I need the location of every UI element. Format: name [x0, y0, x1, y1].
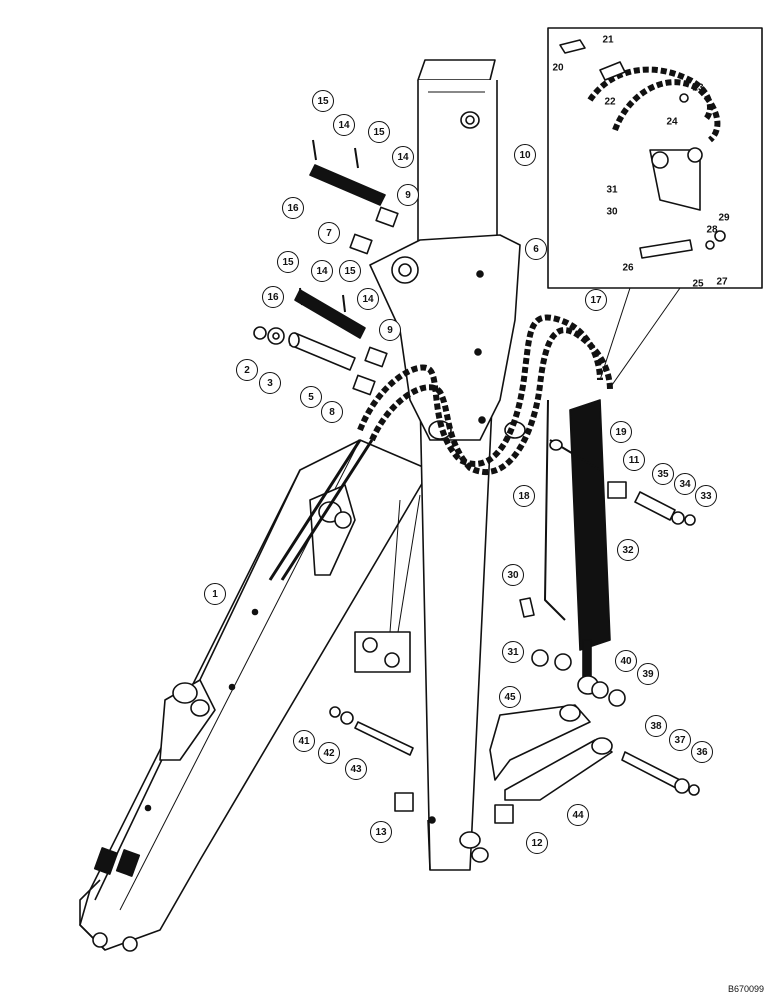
callout: 36	[691, 741, 713, 763]
inset-label: 30	[606, 206, 618, 218]
callout: 15	[312, 90, 334, 112]
inset-label: 25	[692, 278, 704, 290]
inset-label: 27	[716, 276, 728, 288]
callout: 10	[514, 144, 536, 166]
callout: 41	[293, 730, 315, 752]
inset-label: 22	[604, 96, 616, 108]
inset-label: 28	[706, 224, 718, 236]
inset-label: 21	[602, 34, 614, 46]
callout: 14	[333, 114, 355, 136]
hydraulic-cylinder	[544, 399, 611, 695]
callout: 16	[282, 197, 304, 219]
callout: 37	[669, 729, 691, 751]
callout: 39	[637, 663, 659, 685]
callout: 32	[617, 539, 639, 561]
callout: 3	[259, 372, 281, 394]
callout: 19	[610, 421, 632, 443]
callout: 15	[277, 251, 299, 273]
callout: 40	[615, 650, 637, 672]
callout: 15	[368, 121, 390, 143]
inset-label: 26	[622, 262, 634, 274]
inset-label: 23	[692, 82, 704, 94]
callout: 34	[674, 473, 696, 495]
callout: 14	[392, 146, 414, 168]
callout: 5	[300, 386, 322, 408]
boom-arm	[79, 439, 431, 952]
callout: 45	[499, 686, 521, 708]
callout: 9	[379, 319, 401, 341]
callout: 1	[204, 583, 226, 605]
pins-and-bushings	[253, 139, 700, 824]
callout: 35	[652, 463, 674, 485]
callout: 15	[339, 260, 361, 282]
callout: 11	[623, 449, 645, 471]
callout: 17	[585, 289, 607, 311]
detail-inset	[547, 27, 763, 386]
callout: 33	[695, 485, 717, 507]
callout: 9	[397, 184, 419, 206]
callout: 6	[525, 238, 547, 260]
callout: 14	[357, 288, 379, 310]
washer-inset	[354, 494, 421, 673]
callout: 7	[318, 222, 340, 244]
inset-label: 20	[552, 62, 564, 74]
inset-label: 24	[666, 116, 678, 128]
callout: 18	[513, 485, 535, 507]
callout: 31	[502, 641, 524, 663]
cylinder-links	[489, 704, 613, 801]
callout: 13	[370, 821, 392, 843]
callout: 14	[311, 260, 333, 282]
callout: 8	[321, 401, 343, 423]
callout: 44	[567, 804, 589, 826]
inset-label: 31	[606, 184, 618, 196]
callout: 42	[318, 742, 340, 764]
callout: 30	[502, 564, 524, 586]
inset-label: 29	[718, 212, 730, 224]
hydraulic-hoses	[357, 314, 613, 476]
dipper-stick	[369, 59, 526, 871]
callout: 2	[236, 359, 258, 381]
drawing-number: B670099	[727, 984, 764, 994]
callout: 12	[526, 832, 548, 854]
callout: 16	[262, 286, 284, 308]
callout: 38	[645, 715, 667, 737]
callout: 43	[345, 758, 367, 780]
